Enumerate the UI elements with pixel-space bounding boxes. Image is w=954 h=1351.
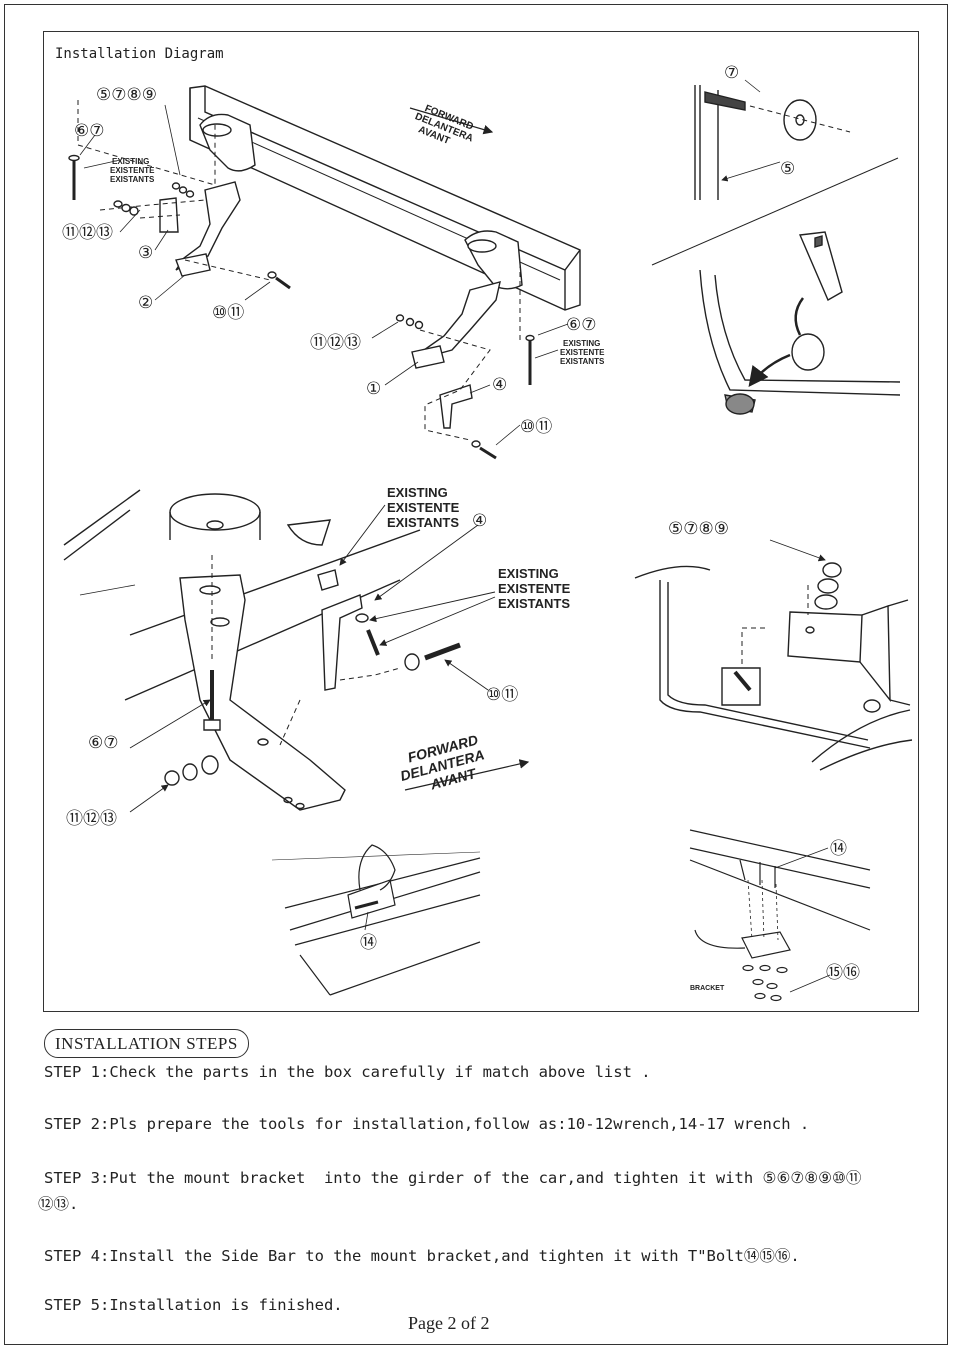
nut-washer-detail-drawing [634, 539, 913, 771]
step-3: STEP 3:Put the mount bracket into the gi… [44, 1169, 862, 1187]
forward-arrow-center [404, 759, 530, 791]
existing-label-small-1-en: EXISTING [112, 157, 149, 166]
existing-label-small-2-es: EXISTENTE [560, 348, 605, 357]
diagram-title: Installation Diagram [55, 46, 224, 62]
bracket-label: BRACKET [690, 985, 725, 992]
existing-label-large-1-fr: EXISTANTS [387, 515, 459, 530]
callout-4-mid: ④ [492, 375, 507, 395]
callout-2: ② [138, 293, 153, 313]
existing-label-large-2-en: EXISTING [498, 566, 559, 581]
step-3-continuation: ⑫⑬. [38, 1195, 79, 1213]
callout-7-topright: ⑦ [724, 63, 739, 83]
existing-label-large-2-fr: EXISTANTS [498, 596, 570, 611]
callout-4-center: ④ [472, 511, 487, 531]
callout-67-mid: ⑥⑦ [566, 315, 596, 335]
callout-1: ① [366, 379, 381, 399]
forward-arrow-top [409, 107, 494, 135]
crossbeam-drawing [68, 85, 581, 460]
existing-label-small-1-fr: EXISTANTS [110, 175, 155, 184]
callout-1011-mid: ⑩⑪ [520, 417, 552, 437]
installation-steps-heading: INSTALLATION STEPS [44, 1029, 249, 1058]
existing-label-large-2-es: EXISTENTE [498, 581, 571, 596]
existing-label-small-2-fr: EXISTANTS [560, 357, 605, 366]
callout-3: ③ [138, 243, 153, 263]
frame-mount-drawing [63, 489, 496, 813]
t-bolt-insert-drawing [271, 844, 481, 996]
page-number: Page 2 of 2 [408, 1313, 490, 1333]
step-5: STEP 5:Installation is finished. [44, 1296, 343, 1314]
page-border [4, 4, 948, 1345]
callout-1516-bottomright: ⑮⑯ [826, 963, 860, 983]
diagram-frame [43, 31, 919, 1012]
existing-label-small-1-es: EXISTENTE [110, 166, 155, 175]
callout-5789-top: ⑤⑦⑧⑨ [96, 85, 157, 105]
step-2: STEP 2:Pls prepare the tools for install… [44, 1115, 810, 1133]
callout-14-bottomright: ⑭ [830, 839, 847, 859]
callout-111213-left: ⑪⑫⑬ [62, 223, 113, 243]
existing-label-small-2-en: EXISTING [563, 339, 600, 348]
callout-67-top: ⑥⑦ [74, 121, 104, 141]
callout-67-center: ⑥⑦ [88, 733, 118, 753]
rail-clip-drawing [699, 231, 901, 415]
existing-label-large-1-en: EXISTING [387, 485, 448, 500]
existing-label-large-1-es: EXISTENTE [387, 500, 460, 515]
callout-111213-center: ⑪⑫⑬ [66, 809, 117, 829]
callout-1011-left: ⑩⑪ [212, 303, 244, 323]
washer-detail-drawing [651, 79, 899, 266]
bracket-bolt-drawing [689, 829, 871, 1002]
callout-111213-mid: ⑪⑫⑬ [310, 333, 361, 353]
step-4: STEP 4:Install the Side Bar to the mount… [44, 1247, 800, 1265]
step-1: STEP 1:Check the parts in the box carefu… [44, 1063, 651, 1081]
callout-5789-right: ⑤⑦⑧⑨ [668, 519, 729, 539]
callout-14-bottomleft: ⑭ [360, 933, 377, 953]
callout-5-topright: ⑤ [780, 159, 795, 179]
callout-1011-center: ⑩⑪ [486, 685, 518, 705]
